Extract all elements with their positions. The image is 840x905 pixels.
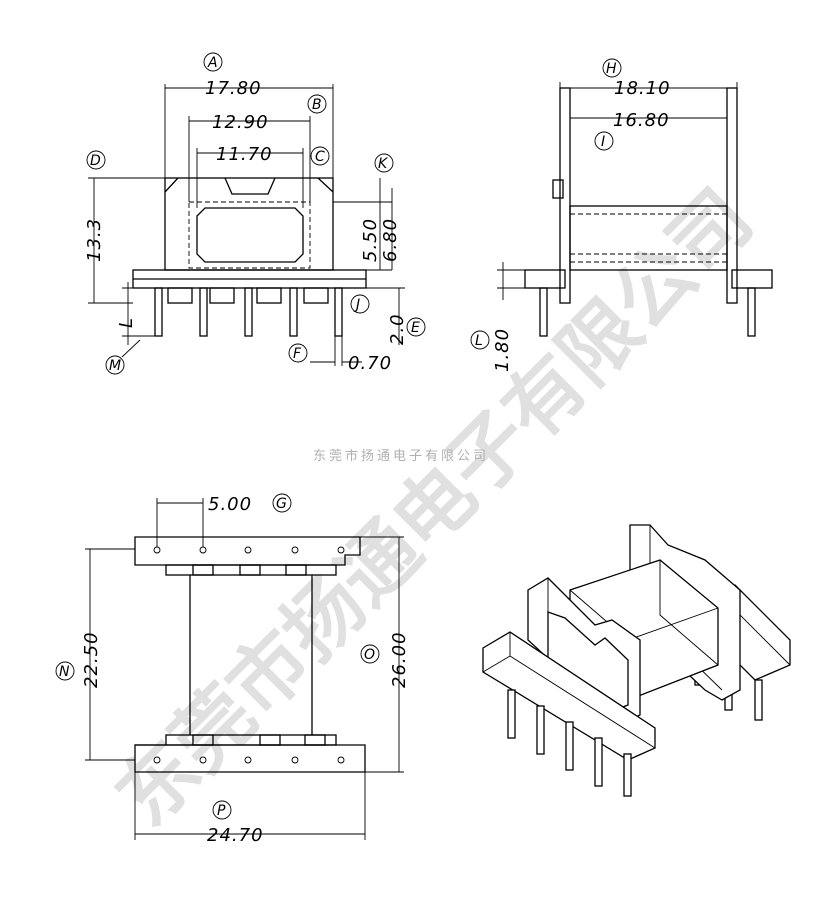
front-notch	[224, 177, 276, 195]
side-base-right	[731, 269, 773, 289]
dim-B-letter: B	[312, 97, 322, 113]
dim-L-front-letter: L	[116, 317, 137, 328]
dim-H-value: 18.10	[614, 78, 671, 99]
front-slot-4	[303, 287, 329, 304]
watermark-text: 东莞市扬通电子有限公司	[100, 173, 770, 843]
isometric-view	[482, 524, 791, 797]
side-base-left	[524, 269, 566, 289]
dim-F-value: 0.70	[348, 353, 392, 374]
dim-J-letter: J	[353, 297, 360, 313]
company-caption: 东莞市扬通电子有限公司	[313, 448, 489, 464]
dim-A-value: 17.80	[205, 78, 262, 99]
front-pin-5	[334, 287, 343, 337]
front-body-chamfer-right	[317, 177, 334, 193]
bottom-slot-t1	[192, 564, 214, 576]
side-pin-right	[747, 287, 756, 337]
dim-O-value: 26.00	[389, 631, 410, 688]
watermark: 东莞市扬通电子有限公司	[100, 173, 770, 843]
bottom-slot-t3	[285, 564, 307, 576]
front-pin-2	[199, 287, 208, 337]
side-tube	[569, 205, 728, 271]
dim-G-letter: G	[276, 496, 287, 512]
dim-I-value: 16.80	[613, 110, 670, 131]
dim-F-letter: F	[293, 346, 302, 362]
dim-P-value: 24.70	[207, 825, 264, 846]
dim-N-value: 22.50	[81, 631, 102, 688]
bottom-view: 5.00 G N 22.50 O 26.00 P 24.70	[55, 493, 410, 846]
dim-D-value: 13.3	[84, 218, 105, 262]
front-body-chamfer	[164, 177, 179, 193]
front-pin-1	[154, 287, 163, 337]
front-slot-1	[167, 287, 193, 304]
dim-D-letter: D	[90, 153, 101, 169]
dim-N-letter: N	[59, 664, 70, 680]
side-pin-left	[539, 287, 548, 337]
dim-C-value: 11.70	[216, 144, 273, 165]
dim-P-letter: P	[217, 803, 226, 819]
front-slot-3	[256, 287, 282, 304]
dim-K-letter: K	[378, 156, 389, 172]
front-body-outline	[164, 177, 334, 271]
dim-I-letter: I	[601, 134, 605, 150]
dim-L-side-value: 1.80	[492, 328, 513, 372]
side-view: H 18.10 16.80 I L 1.80	[470, 58, 773, 372]
dim-G-value: 5.00	[208, 494, 252, 515]
side-tab-left	[552, 179, 564, 199]
dim-L-side-letter: L	[475, 333, 483, 349]
dim-J-value: 6.80	[380, 218, 401, 262]
dim-C-letter: C	[315, 149, 325, 165]
dim-M-letter: M	[109, 358, 121, 374]
front-view: A 17.80 B 12.90 C 11.70 D 13.3 K 5.50 6.…	[84, 52, 426, 375]
front-window-dashed	[188, 201, 311, 269]
front-window	[196, 207, 304, 263]
front-pin-4	[289, 287, 298, 337]
front-pin-3	[244, 287, 253, 337]
dim-H-letter: H	[606, 61, 617, 77]
dim-K-value: 5.50	[360, 218, 381, 262]
bottom-slot-t2	[239, 564, 261, 576]
dim-B-value: 12.90	[212, 112, 269, 133]
dim-E-value: 2.0	[387, 313, 408, 345]
dim-O-letter: O	[364, 647, 375, 663]
dim-E-letter: E	[411, 320, 420, 336]
dim-A-letter: A	[207, 55, 218, 71]
front-slot-2	[209, 287, 235, 304]
